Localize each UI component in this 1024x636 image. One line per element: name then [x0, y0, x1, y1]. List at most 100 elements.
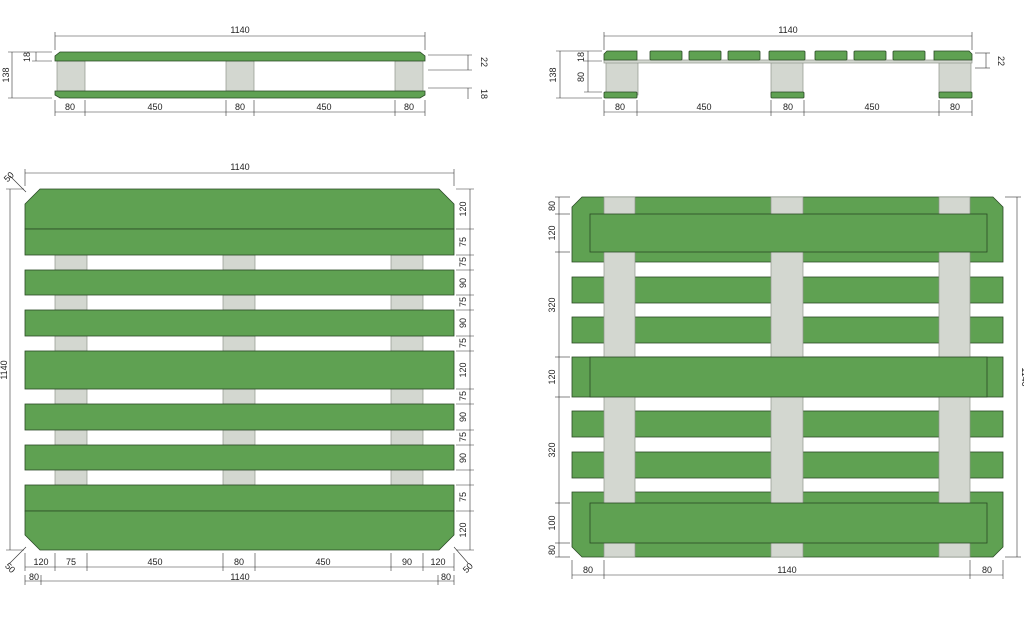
dimension-label: 450 [147, 557, 162, 567]
side2-slat [603, 50, 638, 61]
side2-stringer [603, 59, 973, 64]
dimension-label: 320 [547, 297, 557, 312]
top-view-width-label: 1140 [230, 162, 249, 172]
dimension-label: 90 [458, 318, 468, 328]
bottom-view-stringer-top [589, 213, 988, 253]
side1-block-dim: 80 [235, 102, 245, 112]
top-view-right-dims: 120 75 75 90 75 90 75 120 75 90 75 90 75… [456, 188, 474, 551]
dimension-label: 120 [458, 201, 468, 216]
dimension-label: 80 [547, 545, 557, 555]
side-view-2: 1140 138 18 80 22 80 450 80 450 80 [548, 25, 1006, 116]
top-board-6 [24, 403, 455, 431]
side1-deck-label: 22 [479, 57, 489, 67]
block [390, 335, 424, 352]
side2-slat [814, 50, 848, 61]
dimension-label: 75 [458, 257, 468, 267]
top-view-corner-br: 50 [461, 561, 475, 575]
dimension-label: 80 [29, 572, 39, 582]
dimension-label: 1140 [230, 572, 249, 582]
side1-block-dim: 80 [404, 102, 414, 112]
block [390, 469, 424, 486]
side1-bottom-board-label: 18 [479, 89, 489, 99]
side2-slat [892, 50, 926, 61]
side2-block-left [605, 60, 639, 96]
dimension-label: 75 [458, 492, 468, 502]
block [54, 388, 88, 405]
side2-slat [727, 50, 761, 61]
side2-block-height-label: 80 [576, 72, 586, 82]
dimension-label: 120 [458, 362, 468, 377]
dimension-label: 75 [66, 557, 76, 567]
dimension-label: 75 [458, 432, 468, 442]
side1-block-dim: 80 [65, 102, 75, 112]
bottom-view-right-label: 1140 [1020, 367, 1024, 386]
side1-block-left [56, 60, 86, 92]
dimension-line [9, 546, 27, 564]
block [222, 469, 256, 486]
side2-slat [933, 50, 973, 61]
top-board-3 [24, 269, 455, 296]
side1-top-board [54, 51, 426, 62]
top-view-corner-bl: 50 [3, 561, 17, 575]
block [390, 429, 424, 446]
dimension-label: 120 [458, 522, 468, 537]
top-view: 1140 1140 50 50 50 [0, 162, 475, 585]
side2-deck-label: 22 [996, 56, 1006, 66]
dimension-label: 75 [458, 237, 468, 247]
block [222, 388, 256, 405]
dimension-label: 450 [315, 557, 330, 567]
block [222, 335, 256, 352]
dimension-label: 90 [402, 557, 412, 567]
block [54, 469, 88, 486]
dimension-label: 100 [547, 515, 557, 530]
bottom-view-left-dims: 80 120 320 120 320 100 80 [547, 196, 570, 558]
block [390, 254, 424, 271]
side1-block-middle [225, 60, 255, 92]
block [222, 294, 256, 311]
side2-gap-dim: 450 [864, 102, 879, 112]
side2-gap-dim: 450 [696, 102, 711, 112]
side2-bottom-strip [770, 91, 805, 99]
dimension-label: 120 [547, 369, 557, 384]
dimension-label: 80 [583, 565, 593, 575]
top-board-7 [24, 444, 455, 471]
bottom-view-stringer-middle [589, 356, 988, 398]
side2-slat [768, 50, 806, 61]
top-view-bottom-dims: 120 75 450 80 450 90 120 80 1140 80 [24, 553, 455, 585]
block [390, 388, 424, 405]
side1-height-label: 138 [1, 67, 11, 82]
side1-block-right [394, 60, 424, 92]
dimension-label: 120 [430, 557, 445, 567]
side2-block-middle [770, 60, 804, 96]
top-board-5 [24, 350, 455, 390]
block [54, 294, 88, 311]
block [54, 429, 88, 446]
top-board-1 [24, 188, 455, 230]
bottom-view-stringer-bottom [589, 502, 988, 544]
block [54, 254, 88, 271]
side2-top-board-label: 18 [576, 52, 586, 62]
side2-bottom-strip [938, 91, 973, 99]
dimension-label: 90 [458, 278, 468, 288]
dimension-label: 120 [33, 557, 48, 567]
block [54, 335, 88, 352]
side2-block-dim: 80 [615, 102, 625, 112]
side2-slat [688, 50, 722, 61]
bottom-view: 80 120 320 120 320 100 80 1140 80 1140 8… [547, 196, 1024, 579]
dimension-label: 80 [547, 201, 557, 211]
bottom-view-bottom-dims: 80 1140 80 [571, 560, 1004, 579]
side2-block-right [938, 60, 972, 96]
side2-block-dim: 80 [950, 102, 960, 112]
side2-slat [853, 50, 887, 61]
side1-width-label: 1140 [230, 25, 249, 35]
side1-gap-dim: 450 [147, 102, 162, 112]
top-board-4 [24, 309, 455, 337]
dimension-line [9, 175, 27, 193]
side1-top-board-label: 18 [22, 52, 32, 62]
dimension-label: 320 [547, 442, 557, 457]
block [390, 294, 424, 311]
side2-bottom-strip [603, 91, 638, 99]
dimension-label: 80 [982, 565, 992, 575]
dimension-label: 120 [547, 225, 557, 240]
top-board-8 [24, 484, 455, 512]
